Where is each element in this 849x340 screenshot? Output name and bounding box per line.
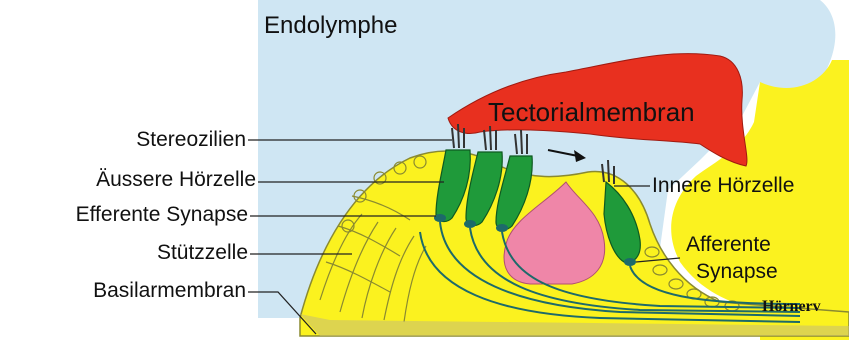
- label-hoernerv: Hörnerv: [762, 298, 821, 316]
- label-tectorialmembran: Tectorialmembran: [488, 100, 695, 124]
- label-afferente-synapse-line2: Synapse: [696, 260, 778, 284]
- label-innere-hoerzelle: Innere Hörzelle: [652, 174, 794, 198]
- label-stuetzzelle: Stützzelle: [157, 241, 248, 265]
- outer-hair-cells: [436, 150, 532, 229]
- label-aeussere-hoerzelle: Äussere Hörzelle: [96, 168, 256, 192]
- label-endolymphe: Endolymphe: [264, 14, 397, 38]
- label-efferente-synapse: Efferente Synapse: [76, 203, 248, 227]
- label-basilarmembran: Basilarmembran: [93, 279, 246, 303]
- label-stereozilien: Stereozilien: [136, 128, 246, 152]
- label-afferente-synapse-line1: Afferente: [686, 233, 771, 257]
